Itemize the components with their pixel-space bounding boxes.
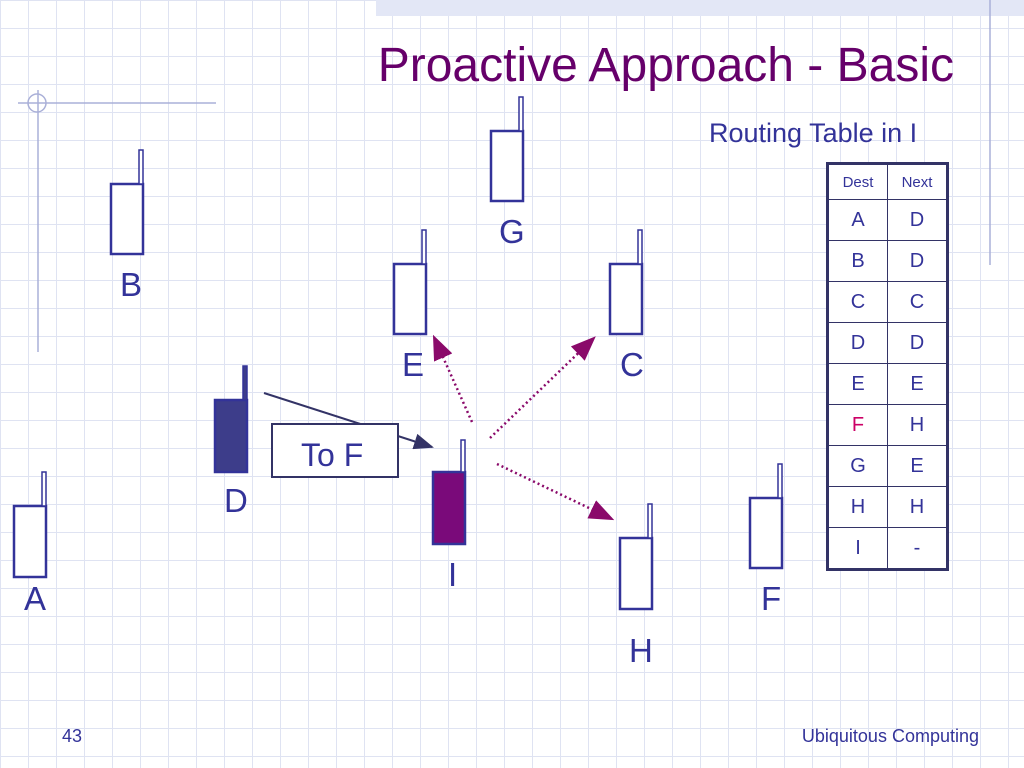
dest-cell: G (827, 445, 888, 487)
header-band (376, 0, 1024, 16)
next-cell: D (887, 322, 948, 364)
footer-text: Ubiquitous Computing (801, 726, 979, 746)
node-label-g: G (499, 213, 525, 250)
dest-cell-highlighted: F (827, 404, 888, 446)
next-cell: D (887, 240, 948, 282)
next-cell: E (887, 445, 948, 487)
header-next: Next (887, 163, 948, 200)
slide-title: Proactive Approach - Basic (377, 39, 954, 92)
table-row: B D (827, 240, 948, 282)
routing-table-title: Routing Table in I (709, 118, 918, 148)
table-row: E E (827, 363, 948, 405)
arrow-i-to-e (432, 334, 474, 423)
message-box: To F (271, 423, 399, 478)
node-h-icon (618, 503, 654, 611)
next-cell: D (887, 199, 948, 241)
node-i-icon (431, 439, 467, 546)
dest-cell: H (827, 486, 888, 528)
dest-cell: B (827, 240, 888, 282)
dest-cell: D (827, 322, 888, 364)
arrow-i-to-h (496, 462, 615, 521)
arrow-i-to-c (489, 336, 596, 439)
dest-cell: I (827, 527, 888, 570)
node-label-a: A (24, 580, 47, 617)
table-row: G E (827, 445, 948, 487)
node-label-h: H (629, 632, 653, 669)
dest-cell: E (827, 363, 888, 405)
table-row: C C (827, 281, 948, 323)
routing-table: Dest Next A D B D C C D D E E (826, 162, 949, 571)
node-label-b: B (120, 266, 143, 303)
next-cell: E (887, 363, 948, 405)
next-cell: - (887, 527, 948, 570)
node-label-i: I (448, 556, 458, 593)
message-label: To F (301, 437, 364, 473)
dest-cell: A (827, 199, 888, 241)
table-row: A D (827, 199, 948, 241)
arrow-d-to-i (263, 392, 434, 450)
table-header-row: Dest Next (827, 163, 948, 200)
next-cell: C (887, 281, 948, 323)
node-b-icon (109, 149, 145, 256)
table-row: F H (827, 404, 948, 446)
next-cell: H (887, 486, 948, 528)
node-a-icon (12, 471, 48, 579)
node-g-icon (489, 96, 525, 203)
table-row: I - (827, 527, 948, 570)
node-label-c: C (620, 346, 644, 383)
page-number: 43 (62, 726, 83, 746)
node-e-icon (392, 229, 428, 336)
node-f-icon (748, 463, 784, 570)
node-label-d: D (224, 482, 248, 519)
crosshair-decoration (18, 90, 216, 352)
node-label-e: E (402, 346, 425, 383)
table-row: H H (827, 486, 948, 528)
node-d-icon (213, 365, 249, 474)
table-row: D D (827, 322, 948, 364)
node-c-icon (608, 229, 644, 336)
header-dest: Dest (827, 163, 888, 200)
dest-cell: C (827, 281, 888, 323)
next-cell: H (887, 404, 948, 446)
node-label-f: F (761, 580, 782, 617)
